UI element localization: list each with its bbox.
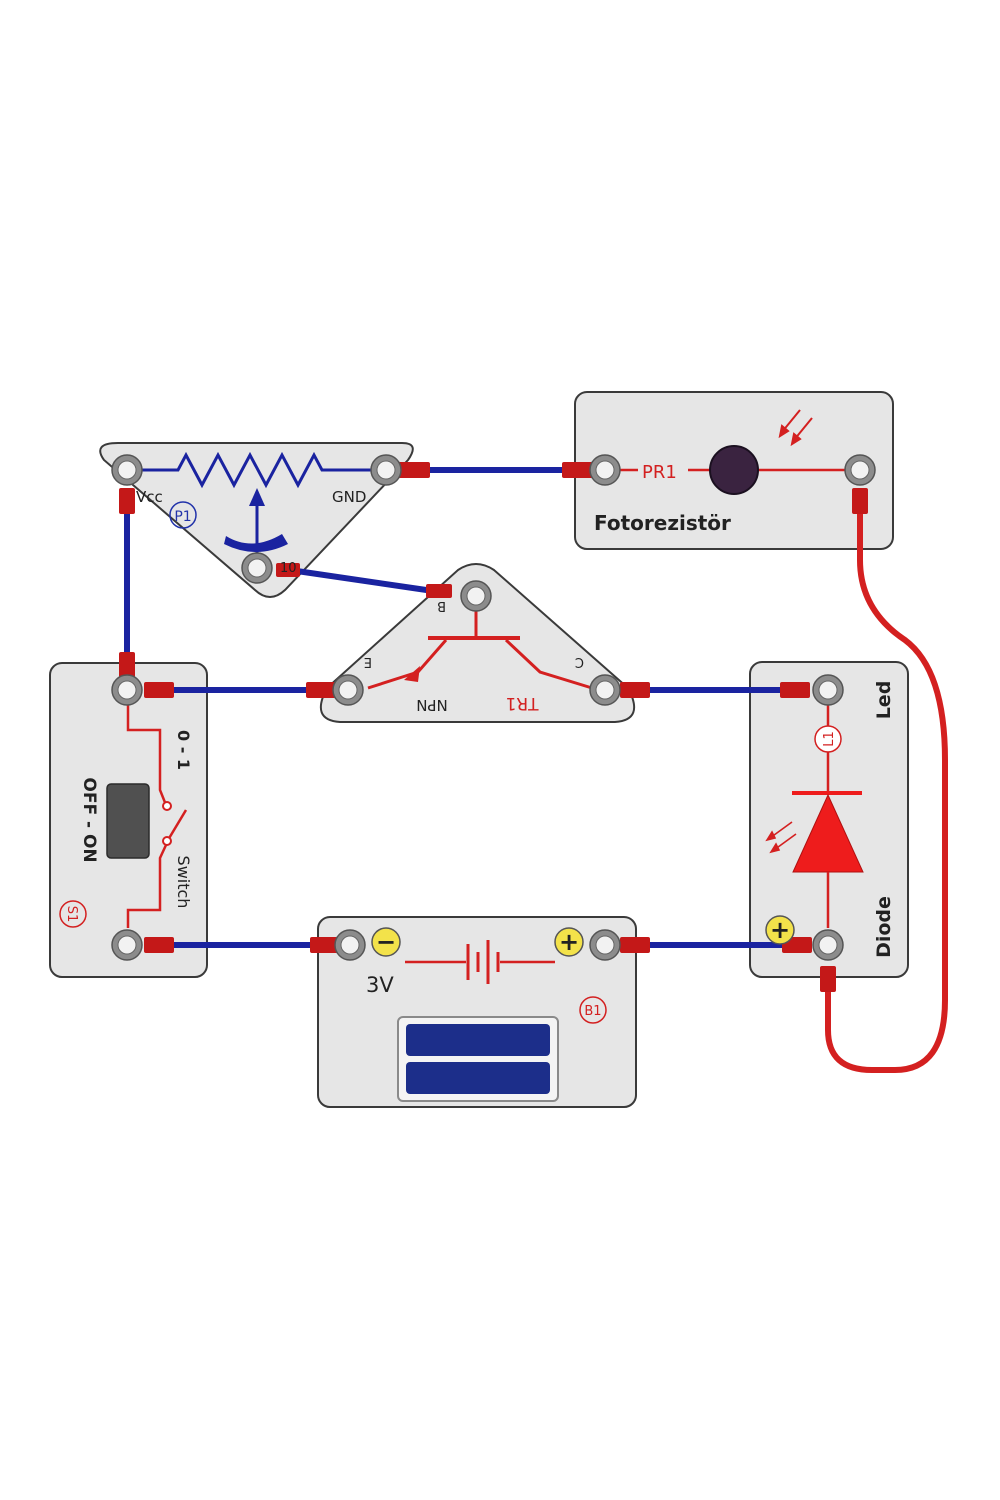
wire-cap [780, 682, 810, 698]
wiper-arrow-icon [249, 488, 265, 506]
p1-wiper-label: 10 [280, 561, 297, 576]
wire-cap [310, 937, 340, 953]
led-emission-rays-icon [765, 821, 797, 854]
transistor-panel[interactable] [319, 563, 636, 723]
led-plus-badge-icon [765, 915, 795, 945]
led-top-terminal[interactable] [812, 674, 844, 706]
wire-cap [398, 462, 430, 478]
switch-lever-icon [166, 809, 188, 841]
l1-ref-badge [814, 725, 842, 753]
battery-plus-label: + [559, 928, 579, 956]
battery-minus-label: − [376, 928, 396, 956]
battery-plus-terminal[interactable] [589, 929, 621, 961]
emitter-arrow-icon [404, 666, 420, 682]
tr1-type-label: NPN [416, 696, 448, 714]
b1-ref-label: B1 [584, 1004, 601, 1019]
b1-ref-badge [579, 996, 607, 1024]
tr1-collector-label: C [575, 654, 584, 669]
led-plus-label: + [770, 916, 790, 944]
transistor-collector-lead [504, 638, 593, 690]
tr1-emitter-label: E [364, 654, 372, 669]
wire-cap [119, 652, 135, 678]
switch-lead-bottom [126, 844, 168, 928]
battery-minus-terminal[interactable] [334, 929, 366, 961]
battery-voltage-label: 3V [366, 973, 394, 997]
tr1-ref-label: TR1 [505, 693, 539, 713]
battery-symbol-icon [466, 940, 500, 984]
photo-cell-icon [709, 445, 759, 495]
pr1-right-terminal[interactable] [844, 454, 876, 486]
knob-icon [224, 534, 288, 552]
potentiometer-resistor-symbol [142, 451, 372, 489]
switch-contact-top [162, 801, 172, 811]
plus-badge-icon [554, 927, 584, 957]
wire-cap [276, 563, 300, 577]
wire-cap [852, 488, 868, 514]
photoresistor-title: Fotorezistör [594, 511, 731, 535]
wire-cap [620, 682, 650, 698]
p1-ref-badge [169, 501, 197, 529]
tr1-base-terminal[interactable] [460, 580, 492, 612]
wire-cap [820, 966, 836, 992]
switch-contact-bottom [162, 836, 172, 846]
p1-gnd-terminal[interactable] [370, 454, 402, 486]
switch-lead-top [126, 704, 168, 806]
wire-cap [426, 584, 452, 598]
tr1-emitter-terminal[interactable] [332, 674, 364, 706]
wire-cap [144, 682, 174, 698]
pr1-ref-label: PR1 [642, 462, 677, 483]
wire-pr1-to-led-red[interactable] [825, 502, 948, 1073]
s1-bottom-terminal[interactable] [111, 929, 143, 961]
led-subtitle: Diode [873, 896, 895, 958]
p1-vcc-label: Vcc [136, 488, 163, 506]
tr1-base-label: B [437, 598, 446, 613]
p1-vcc-terminal[interactable] [111, 454, 143, 486]
switch-positions-label: 0 - 1 [174, 730, 193, 770]
s1-top-terminal[interactable] [111, 674, 143, 706]
p1-gnd-label: GND [332, 488, 366, 506]
switch-state-label: OFF - ON [79, 777, 99, 862]
switch-title: Switch [174, 856, 193, 909]
p1-wiper-terminal[interactable] [241, 552, 273, 584]
battery-cell-bottom [406, 1062, 550, 1094]
led-bottom-terminal[interactable] [812, 929, 844, 961]
wire-cap [144, 937, 174, 953]
wire-cap [620, 937, 650, 953]
wire-cap [306, 682, 336, 698]
led-title: Led [873, 681, 895, 720]
switch-toggle-icon [106, 783, 150, 859]
p1-ref-label: P1 [174, 509, 191, 525]
s1-ref-badge [59, 900, 87, 928]
pr1-left-terminal[interactable] [589, 454, 621, 486]
wire-cap [562, 462, 594, 478]
minus-badge-icon [371, 927, 401, 957]
battery-cell-top [406, 1024, 550, 1056]
light-rays-icon [778, 409, 813, 447]
wire-cap [119, 488, 135, 514]
wire-p1-wiper-to-tr1-base[interactable] [287, 567, 443, 595]
l1-ref-label: L1 [822, 731, 837, 747]
tr1-collector-terminal[interactable] [589, 674, 621, 706]
s1-ref-label: S1 [64, 906, 79, 923]
